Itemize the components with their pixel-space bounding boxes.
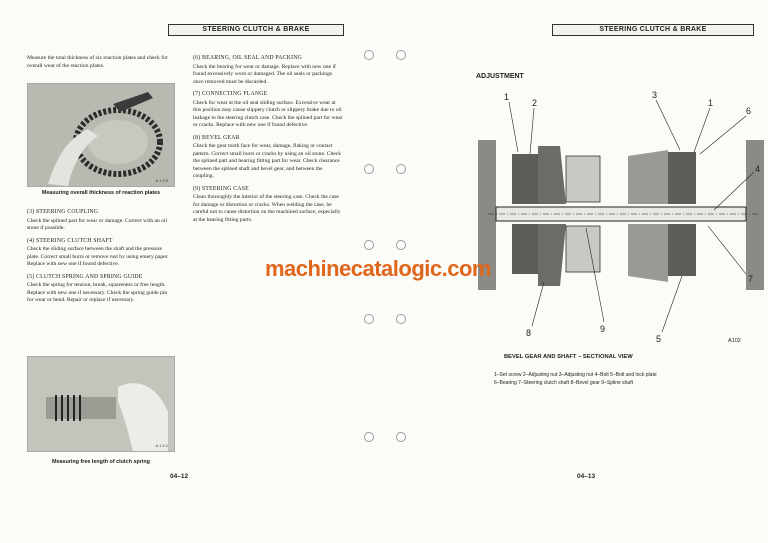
- binder-hole: [364, 240, 374, 250]
- right-page-number: 04–13: [577, 473, 596, 480]
- right-page: STEERING CLUTCH & BRAKE ADJUSTMENT: [384, 0, 768, 543]
- spline-shaft-lower: [565, 225, 601, 273]
- photo-code-2: A 1 3 1: [155, 443, 168, 448]
- figure-code: A102: [728, 338, 741, 344]
- reaction-plates-photo: A 1 3 0: [27, 83, 175, 187]
- section-title-8: (8) BEVEL GEAR: [193, 134, 240, 141]
- section-body-4: Check the sliding surface between the sh…: [27, 246, 169, 267]
- section-body-9: Clean thoroughly the interior of the ste…: [193, 194, 341, 223]
- left-column-1: Measure the total thickness of six react…: [27, 55, 175, 72]
- diagram-label: 1: [708, 98, 713, 108]
- diagram-label: 5: [656, 334, 661, 344]
- section-title-5: (5) CLUTCH SPRING AND SPRING GUIDE: [27, 273, 143, 280]
- diagram-label: 3: [652, 90, 657, 100]
- leader-lines: [508, 99, 755, 333]
- bevel-gear-lower: [538, 224, 566, 286]
- binder-hole: [396, 50, 406, 60]
- watermark-text: machinecatalogic.com: [265, 256, 491, 281]
- diagram-label: 2: [532, 98, 537, 108]
- left-sections-col1: (3) STEERING COUPLING Check the splined …: [27, 204, 175, 307]
- binder-hole: [396, 432, 406, 442]
- legend-line-1: 1–Set screw 2–Adjusting nut 3–Adjusting …: [494, 372, 657, 378]
- section-body-8: Check the gear tooth face for wear, dama…: [193, 143, 342, 179]
- diagram-label: 1: [504, 92, 509, 102]
- photo-caption-1: Measuring overall thickness of reaction …: [41, 190, 161, 196]
- right-header: STEERING CLUTCH & BRAKE: [552, 24, 754, 36]
- diagram-label: 6: [746, 106, 751, 116]
- spline-shaft-upper: [565, 155, 601, 203]
- diagram-label: 9: [600, 324, 605, 334]
- diagram-title: BEVEL GEAR AND SHAFT – SECTIONAL VIEW: [504, 354, 633, 360]
- clutch-spring-photo: A 1 3 1: [27, 356, 175, 452]
- binder-hole: [396, 164, 406, 174]
- section-body-6: Check the bearing for wear or damage. Re…: [193, 63, 336, 85]
- photo-code-1: A 1 3 0: [155, 178, 168, 183]
- clutch-spring-photo-image: [28, 357, 174, 451]
- intro-text: Measure the total thickness of six react…: [27, 55, 168, 69]
- left-bearing-upper: [512, 154, 538, 204]
- left-housing: [478, 140, 496, 290]
- diagram-label: 7: [748, 274, 753, 284]
- bevel-gear-upper: [538, 146, 566, 204]
- diagram-label: 4: [755, 164, 760, 174]
- right-housing: [746, 140, 764, 290]
- right-bearing-lower: [668, 224, 696, 276]
- adjustment-title: ADJUSTMENT: [476, 73, 524, 80]
- right-cage-lower: [628, 224, 668, 282]
- binder-hole: [364, 164, 374, 174]
- binder-hole: [364, 432, 374, 442]
- diagram-legend: 1–Set screw 2–Adjusting nut 3–Adjusting …: [494, 371, 657, 387]
- section-title-3: (3) STEERING COUPLING: [27, 209, 99, 215]
- section-body-5: Check the spring for tension, break, squ…: [27, 282, 168, 303]
- diagram-label: 8: [526, 328, 531, 338]
- left-header: STEERING CLUTCH & BRAKE: [168, 24, 344, 36]
- binder-hole: [364, 314, 374, 324]
- right-cage-upper: [628, 150, 668, 204]
- right-bearing-upper: [668, 152, 696, 204]
- bevel-gear-sectional-diagram: 1 2 3 1 6 4 7 8 9 5: [478, 90, 764, 344]
- binder-hole: [396, 240, 406, 250]
- reaction-plate-photo-image: [28, 84, 174, 186]
- section-title-7: (7) CONNECTING FLANGE: [193, 91, 268, 97]
- photo-caption-2: Measuring free length of clutch spring: [52, 459, 150, 465]
- section-title-4: (4) STEERING CLUTCH SHAFT: [27, 237, 113, 244]
- section-body-3: Check the splined part for wear or damag…: [27, 217, 168, 232]
- left-bearing-lower: [512, 224, 538, 274]
- binder-hole: [364, 50, 374, 60]
- left-page-number: 04–12: [170, 473, 189, 480]
- section-title-9: (9) STEERING CASE: [193, 185, 249, 192]
- binder-hole: [396, 314, 406, 324]
- section-title-6: (6) BEARING, OIL SEAL AND PACKING: [193, 55, 303, 61]
- section-body-7: Check for wear at the oil seal sliding s…: [193, 99, 343, 129]
- left-sections-col2: (6) BEARING, OIL SEAL AND PACKING Check …: [193, 55, 343, 226]
- left-page: STEERING CLUTCH & BRAKE Measure the tota…: [27, 24, 374, 480]
- legend-line-2: 6–Bearing 7–Steering clutch shaft 8–Beve…: [494, 380, 633, 386]
